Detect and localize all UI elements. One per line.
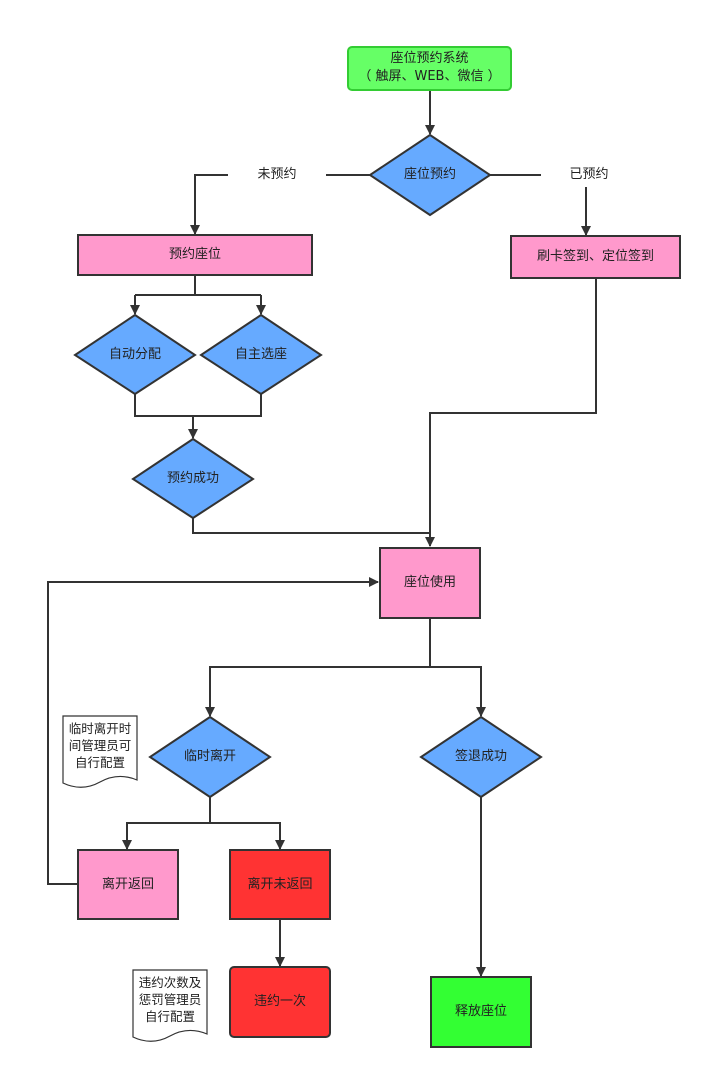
node-violation bbox=[229, 966, 331, 1038]
release-seat-label: 释放座位 bbox=[454, 1004, 507, 1019]
not-reserved-label: 未预约 bbox=[257, 167, 297, 182]
auto-assign-label: 自动分配 bbox=[108, 346, 161, 362]
card-checkin-label: 刷卡签到、定位签到 bbox=[536, 249, 654, 264]
node-seat-in-use bbox=[379, 547, 481, 619]
book-seat-label: 预约座位 bbox=[168, 247, 221, 262]
leave-no-return-label: 离开未返回 bbox=[247, 876, 313, 892]
node-auto-assign bbox=[73, 313, 197, 396]
note-violation-shape bbox=[132, 969, 208, 1042]
edge-to-leave-no-return bbox=[210, 822, 285, 850]
edge-success-to-use bbox=[192, 518, 430, 534]
node-book-seat bbox=[77, 234, 313, 276]
node-leave-no-return bbox=[229, 849, 331, 920]
edge-to-temp-leave bbox=[205, 618, 431, 717]
connectors bbox=[47, 91, 597, 977]
reserve-decision-label: 座位预约 bbox=[403, 167, 456, 182]
node-self-select bbox=[199, 313, 323, 396]
self-select-label: 自主选座 bbox=[234, 346, 287, 362]
node-card-checkin bbox=[510, 235, 681, 279]
leave-return-label: 离开返回 bbox=[101, 876, 154, 892]
node-temp-leave bbox=[148, 715, 272, 799]
shapes bbox=[73, 46, 681, 1048]
notes bbox=[62, 715, 208, 1042]
note-temp-leave-shape bbox=[62, 715, 138, 788]
note-violation-text: 违约次数及 惩罚管理员 自行配置 bbox=[138, 974, 202, 1024]
node-checkout-success bbox=[419, 715, 543, 799]
edge-checkin-to-use bbox=[425, 278, 597, 547]
edge-book-split bbox=[134, 275, 262, 314]
temp-leave-label: 临时离开 bbox=[183, 749, 236, 764]
system-subtitle: （ 触屏、WEB、微信 ） bbox=[358, 69, 501, 84]
reserved-label: 已预约 bbox=[569, 167, 609, 182]
edge-to-book-seat bbox=[190, 174, 228, 235]
system-title: 座位预约系统 bbox=[390, 51, 469, 66]
node-leave-return bbox=[77, 849, 179, 920]
edge-to-leave-return bbox=[122, 797, 211, 850]
checkout-success-label: 签退成功 bbox=[454, 749, 507, 764]
violation-label: 违约一次 bbox=[253, 994, 306, 1009]
seat-in-use-label: 座位使用 bbox=[403, 575, 456, 590]
note-temp-leave-text: 临时离开时 间管理员可 自行配置 bbox=[68, 720, 132, 770]
edge-merge bbox=[134, 394, 262, 417]
book-success-label: 预约成功 bbox=[166, 470, 219, 486]
node-book-success bbox=[131, 437, 255, 520]
node-system bbox=[347, 46, 512, 91]
node-reserve-decision bbox=[368, 133, 492, 217]
node-release-seat bbox=[430, 976, 532, 1048]
edge-return-loop bbox=[47, 577, 379, 885]
edge-to-checkout bbox=[430, 666, 486, 717]
